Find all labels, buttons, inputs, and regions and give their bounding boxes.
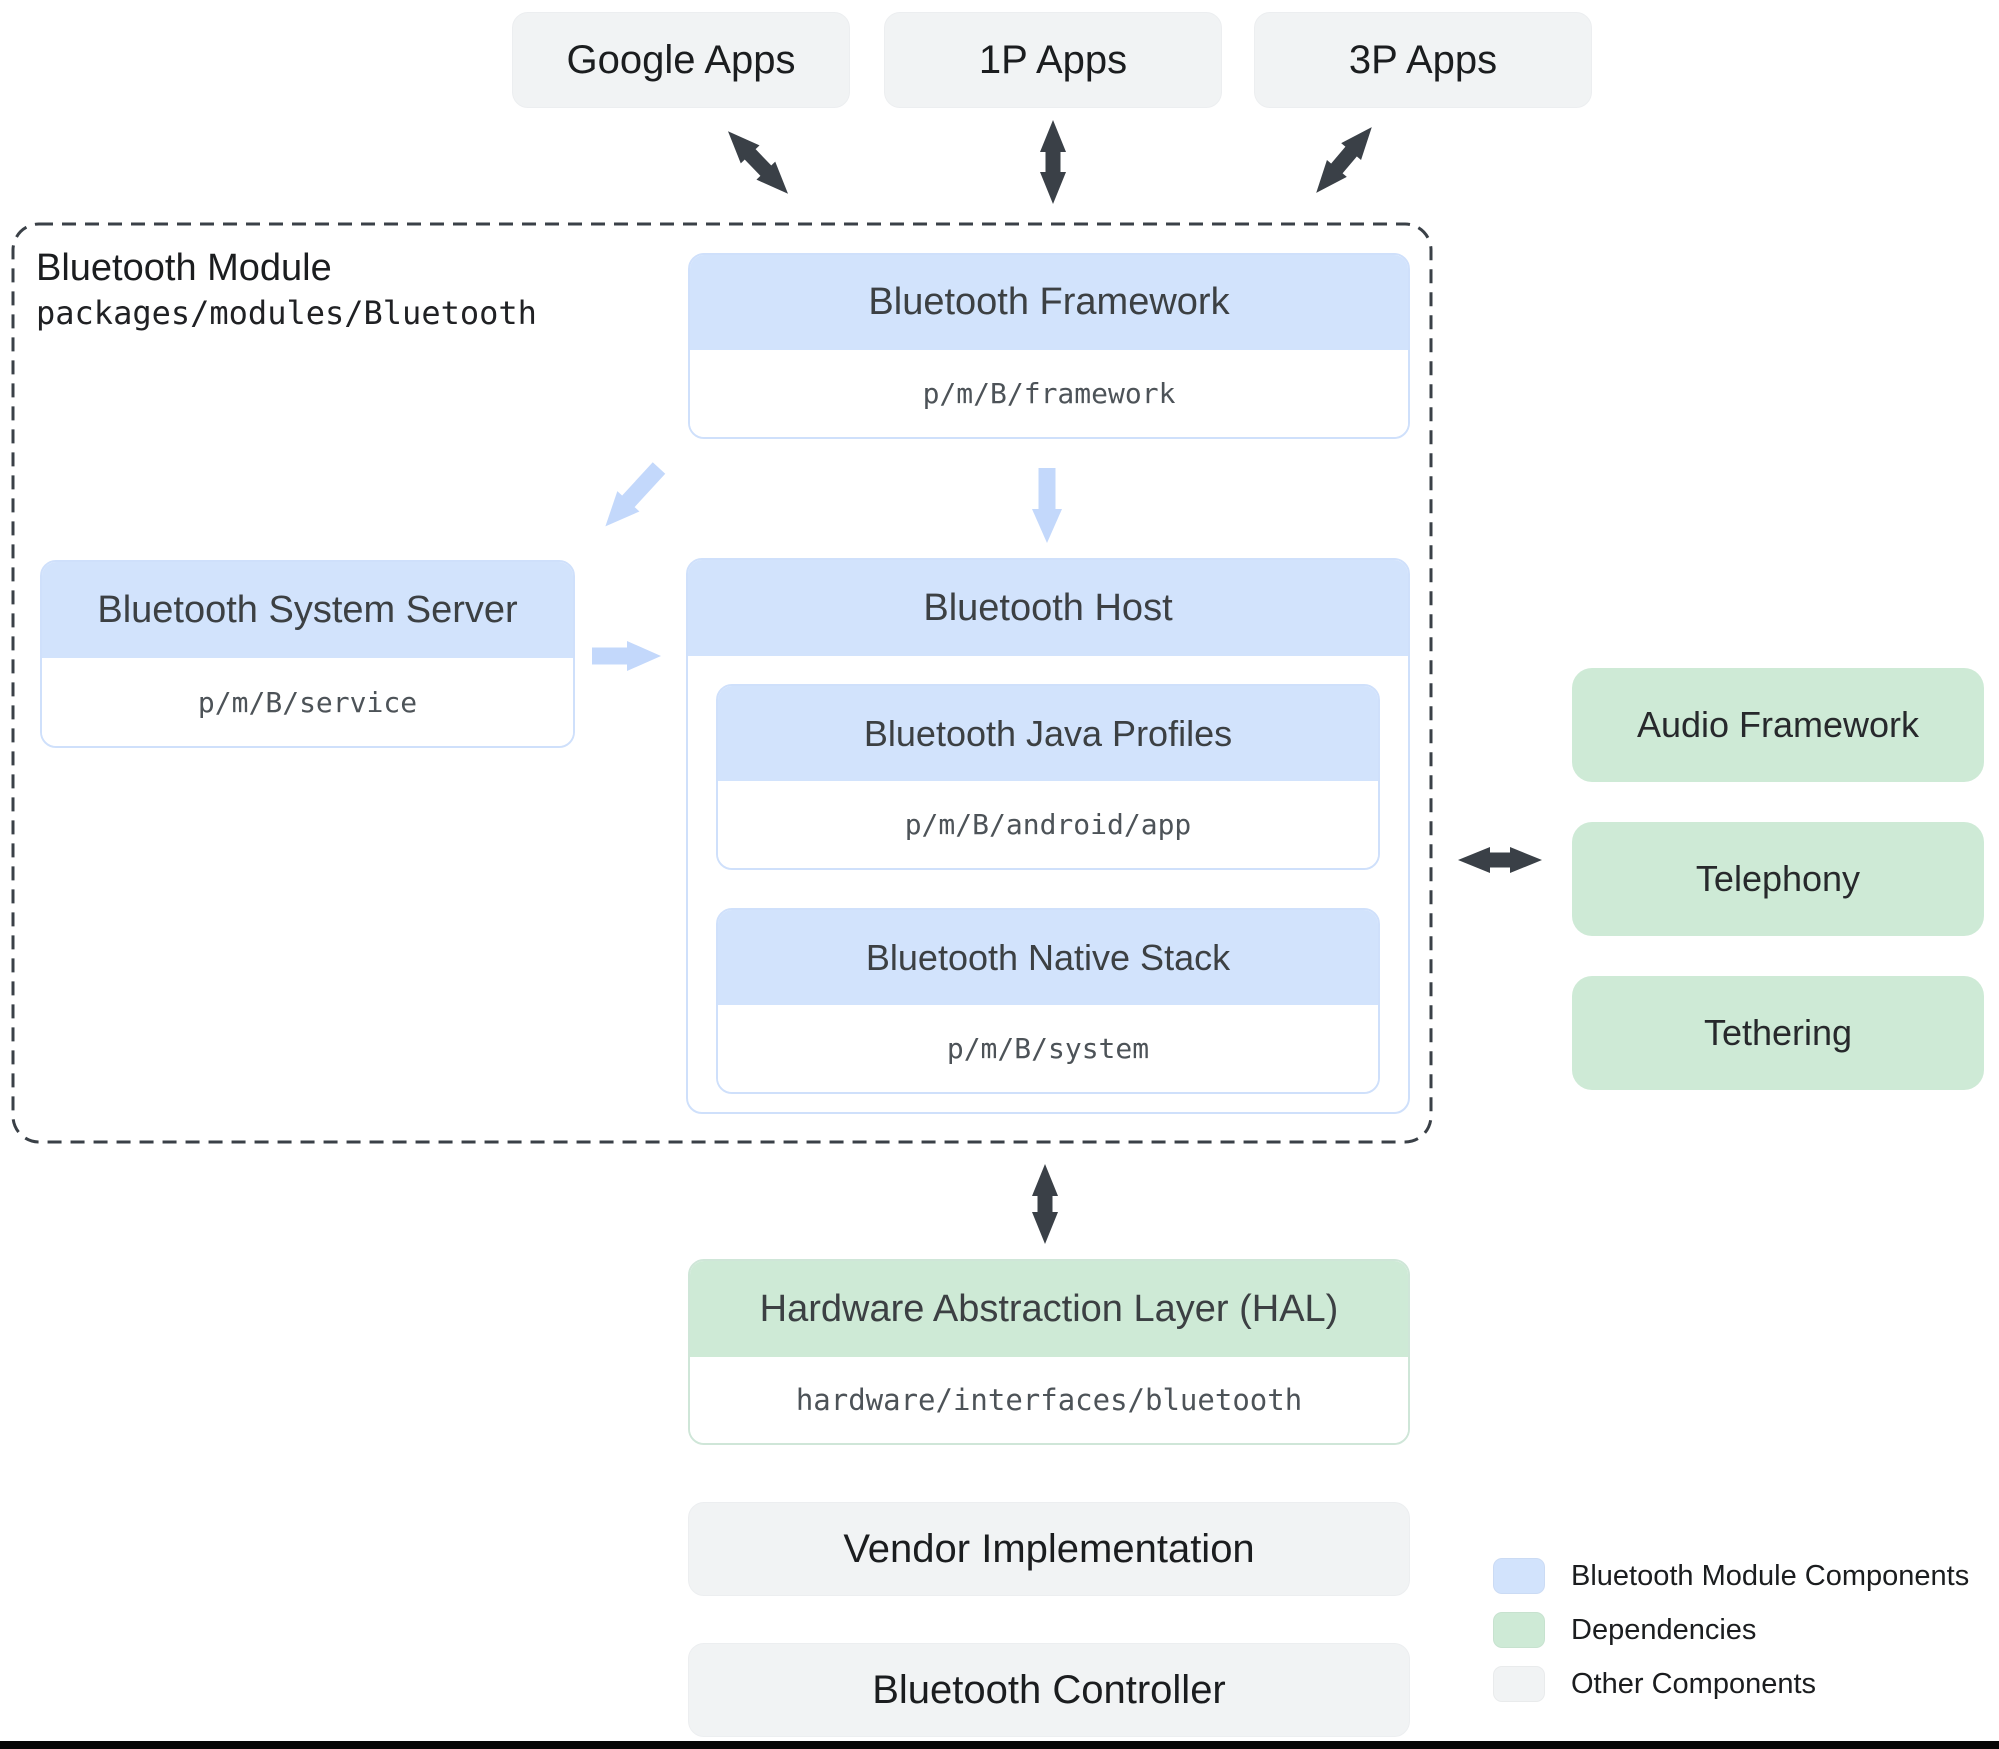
module-title: Bluetooth Module: [36, 247, 332, 289]
bluetooth-framework-path: p/m/B/framework: [922, 377, 1176, 410]
bluetooth-native-stack-path: p/m/B/system: [946, 1032, 1150, 1065]
hal-body: hardware/interfaces/bluetooth: [690, 1357, 1408, 1443]
bluetooth-native-stack-box: Bluetooth Native Stack p/m/B/system: [716, 908, 1380, 1094]
3p-apps-module-arrow: [1316, 127, 1372, 193]
bluetooth-java-profiles-title: Bluetooth Java Profiles: [863, 712, 1233, 754]
legend-label-other-components: Other Components: [1571, 1667, 1817, 1700]
module-path: packages/modules/Bluetooth: [36, 294, 537, 332]
tethering-label: Tethering: [1703, 1012, 1853, 1053]
bluetooth-system-server-title: Bluetooth System Server: [97, 588, 518, 631]
framework-to-system-server-arrow: [605, 462, 666, 527]
audio-framework-label: Audio Framework: [1636, 704, 1920, 745]
google-apps-label: Google Apps: [566, 37, 796, 82]
bluetooth-native-stack-title: Bluetooth Native Stack: [865, 936, 1231, 978]
bluetooth-system-server-body: p/m/B/service: [42, 658, 573, 746]
bluetooth-system-server-path: p/m/B/service: [197, 685, 418, 719]
bluetooth-java-profiles-box: Bluetooth Java Profiles p/m/B/android/ap…: [716, 684, 1380, 870]
bluetooth-java-profiles-header: Bluetooth Java Profiles: [718, 686, 1378, 781]
bluetooth-host-box: Bluetooth Host Bluetooth Java Profiles p…: [686, 558, 1410, 1114]
bluetooth-framework-title: Bluetooth Framework: [868, 281, 1230, 323]
bottom-edge-bar: [0, 1741, 1999, 1749]
vendor-implementation-box: Vendor Implementation: [688, 1502, 1410, 1596]
legend-label-module-components: Bluetooth Module Components: [1571, 1559, 1970, 1592]
bluetooth-framework-header: Bluetooth Framework: [690, 255, 1408, 350]
hal-box: Hardware Abstraction Layer (HAL) hardwar…: [688, 1259, 1410, 1445]
1p-apps-box: 1P Apps: [884, 12, 1222, 108]
bluetooth-host-header: Bluetooth Host: [688, 560, 1408, 656]
legend-swatch-green: [1493, 1612, 1545, 1648]
3p-apps-label: 3P Apps: [1348, 37, 1498, 82]
bluetooth-system-server-box: Bluetooth System Server p/m/B/service: [40, 560, 575, 748]
bluetooth-system-server-header: Bluetooth System Server: [42, 562, 573, 658]
bluetooth-framework-body: p/m/B/framework: [690, 350, 1408, 437]
hal-title: Hardware Abstraction Layer (HAL): [759, 1287, 1339, 1330]
hal-path: hardware/interfaces/bluetooth: [795, 1383, 1303, 1417]
bluetooth-host-title: Bluetooth Host: [923, 586, 1173, 629]
audio-framework-box: Audio Framework: [1572, 668, 1984, 782]
hal-header: Hardware Abstraction Layer (HAL): [690, 1261, 1408, 1357]
bluetooth-java-profiles-body: p/m/B/android/app: [718, 781, 1378, 868]
google-apps-module-arrow: [727, 131, 789, 194]
legend-row-other-components: Other Components: [1493, 1666, 1816, 1702]
legend-swatch-blue: [1493, 1558, 1545, 1594]
telephony-box: Telephony: [1572, 822, 1984, 936]
vendor-implementation-label: Vendor Implementation: [843, 1526, 1255, 1571]
bluetooth-controller-label: Bluetooth Controller: [872, 1667, 1226, 1712]
tethering-box: Tethering: [1572, 976, 1984, 1090]
legend-label-dependencies: Dependencies: [1571, 1613, 1757, 1646]
google-apps-box: Google Apps: [512, 12, 850, 108]
legend-swatch-gray: [1493, 1666, 1545, 1702]
module-caption: Bluetooth Module packages/modules/Blueto…: [36, 246, 537, 336]
legend-row-dependencies: Dependencies: [1493, 1612, 1756, 1648]
bluetooth-controller-box: Bluetooth Controller: [688, 1643, 1410, 1737]
bluetooth-native-stack-header: Bluetooth Native Stack: [718, 910, 1378, 1005]
bluetooth-java-profiles-path: p/m/B/android/app: [904, 808, 1192, 841]
1p-apps-label: 1P Apps: [978, 37, 1128, 82]
legend-row-module-components: Bluetooth Module Components: [1493, 1558, 1969, 1594]
bluetooth-native-stack-body: p/m/B/system: [718, 1005, 1378, 1092]
bluetooth-framework-box: Bluetooth Framework p/m/B/framework: [688, 253, 1410, 439]
3p-apps-box: 3P Apps: [1254, 12, 1592, 108]
telephony-label: Telephony: [1695, 858, 1861, 899]
